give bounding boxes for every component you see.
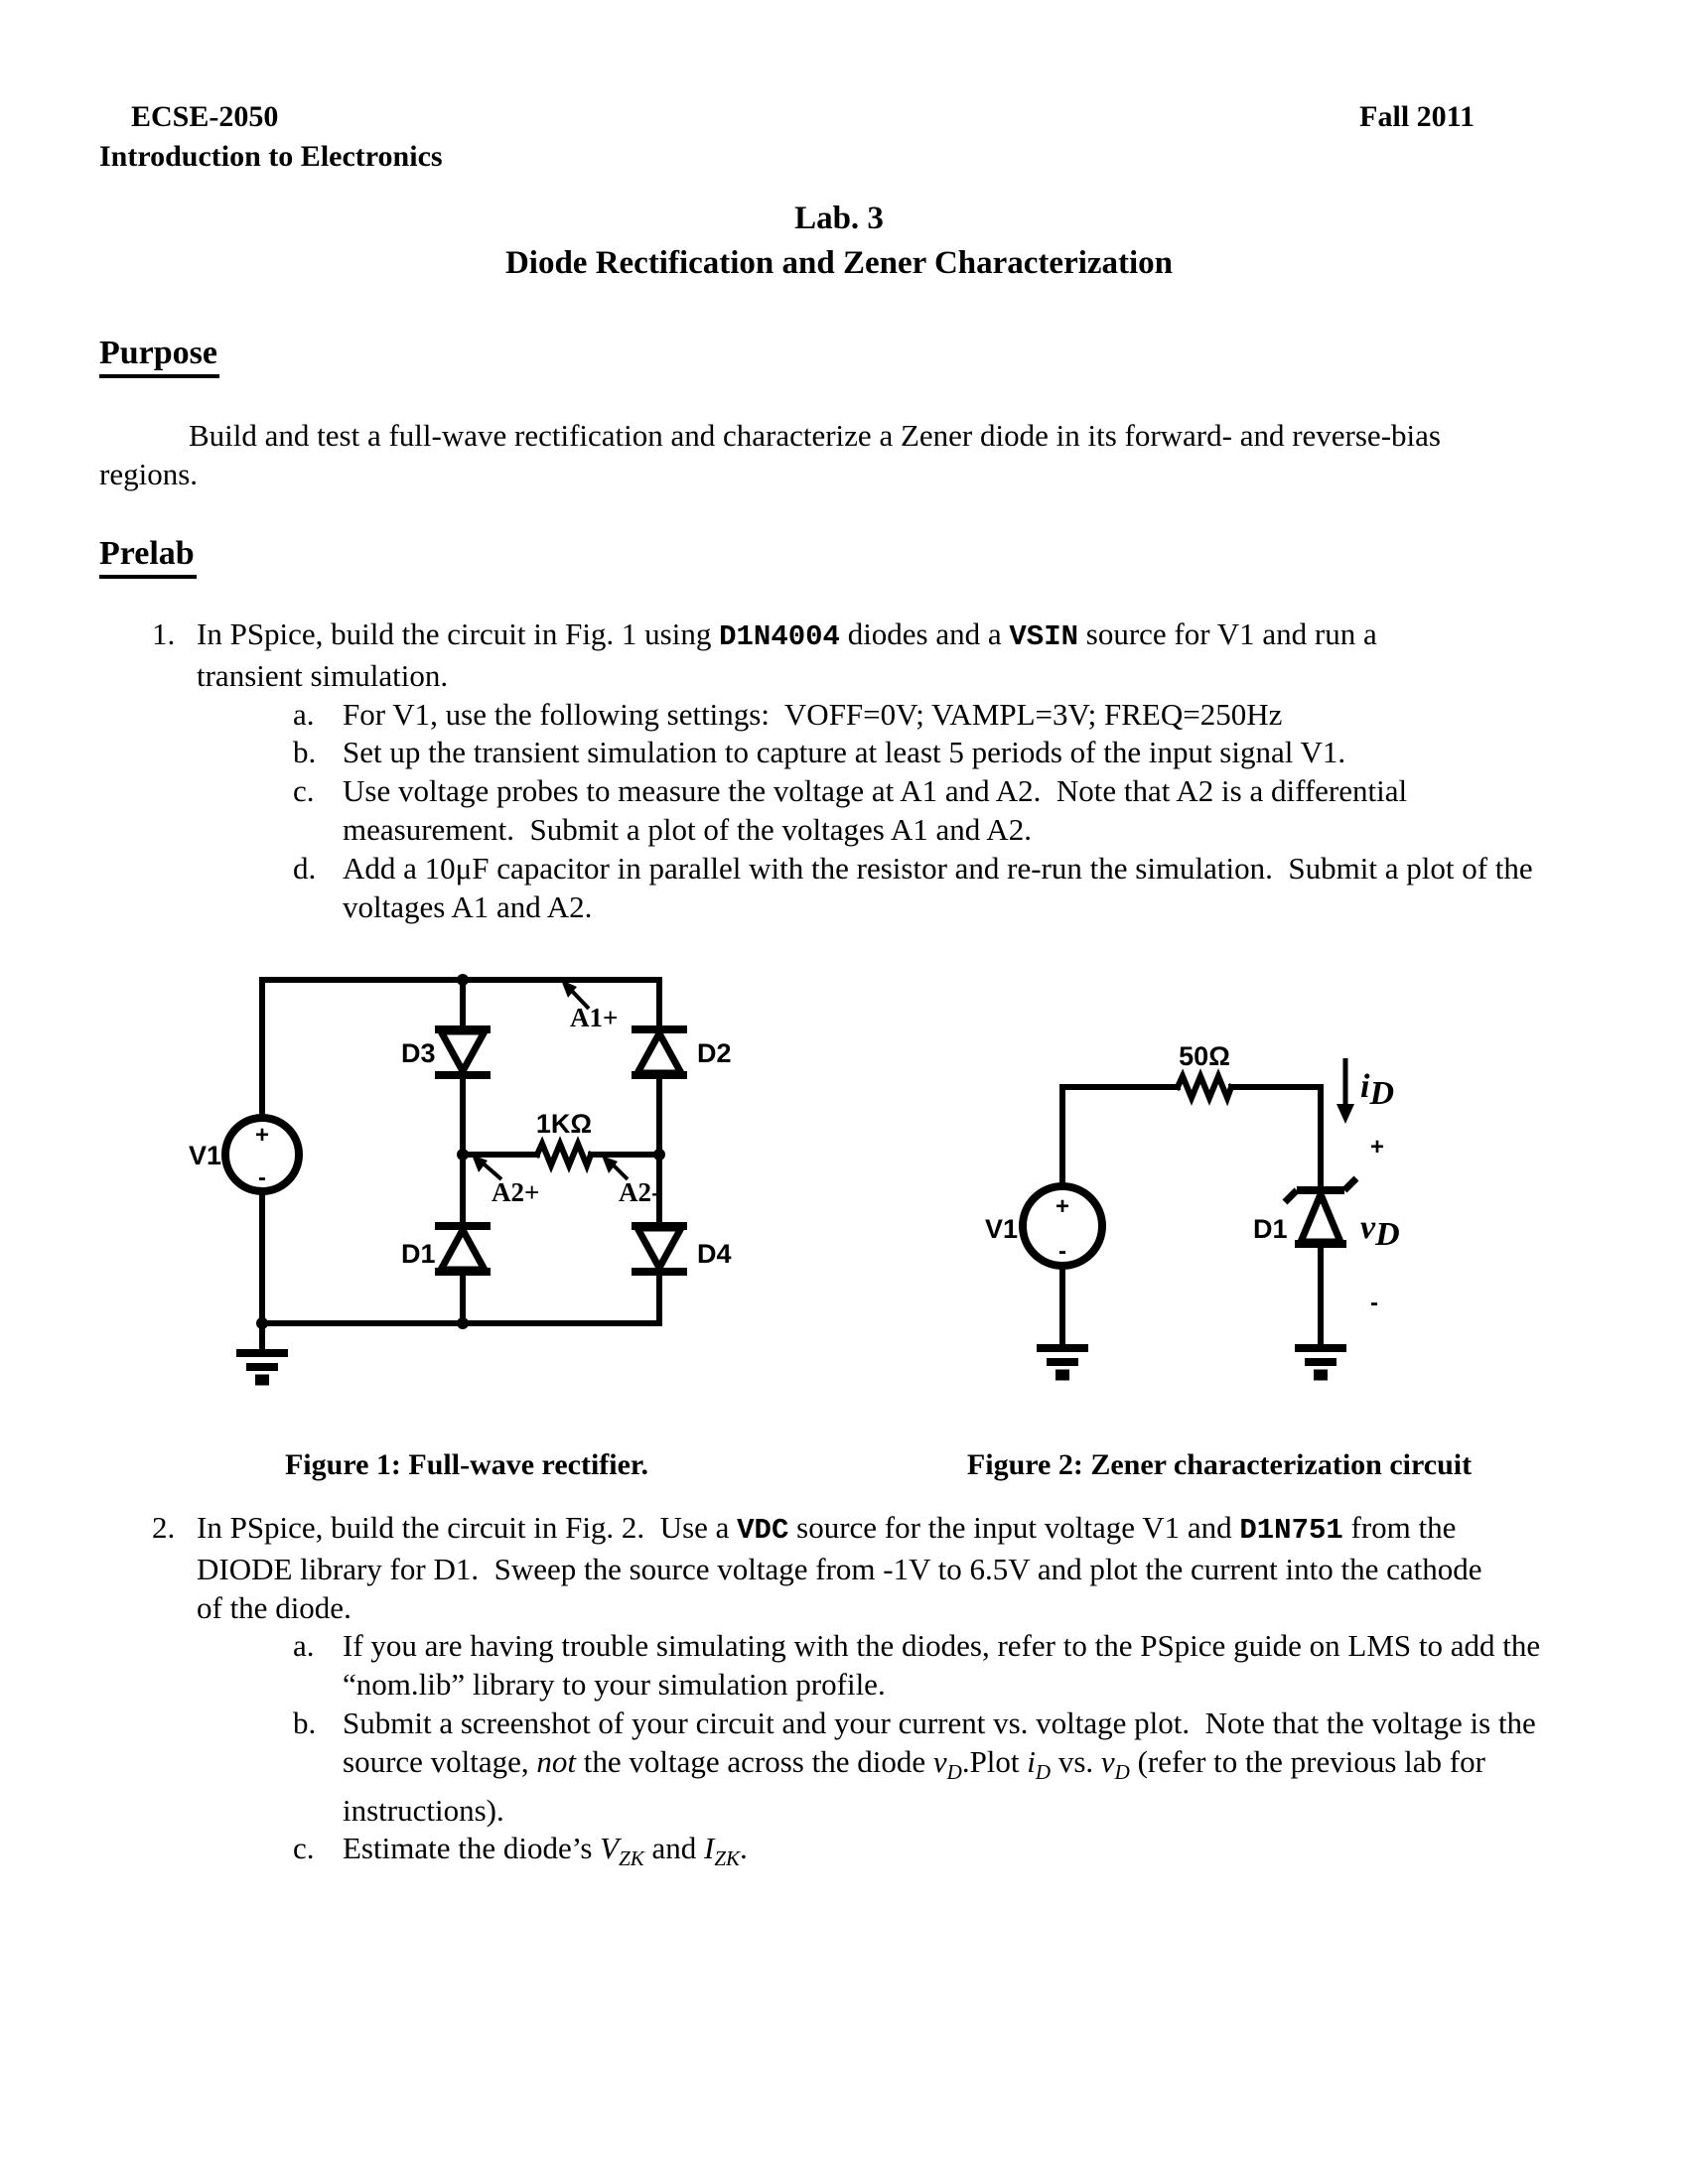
lab-title-block: Lab. 3 Diode Rectification and Zener Cha… [0,197,1678,286]
list-marker: d. [293,850,317,886]
sublist: a. If you are having trouble simulating … [293,1627,1602,1878]
id-var: i [1360,1068,1370,1105]
term-label: Fall 2011 [1359,100,1475,133]
v1-plus-sign: + [255,1122,269,1149]
junction-dots [256,974,665,1329]
id-current-label: iD [1360,1068,1394,1112]
vd-var: v [1360,1209,1376,1246]
v1-minus-sign: - [258,1164,266,1191]
vd-minus-sign: - [1370,1290,1378,1316]
probe-a2plus-label: A2+ [492,1177,539,1207]
subitem-2b: b. Submit a screenshot of your circuit a… [293,1705,1602,1830]
course-code: ECSE-2050 [131,100,279,133]
figure1-circuit: + - V1 [189,974,732,1386]
diode-d1 [435,1222,491,1276]
subitem-1a: a. For V1, use the following settings: V… [293,696,1602,735]
d2-label: D2 [697,1038,732,1068]
prelab-heading: Prelab [99,536,197,579]
figure2-circuit: + - V1 50Ω D1 iD + [985,1041,1400,1381]
vd-plus-sign: + [1370,1134,1384,1160]
lab-title: Diode Rectification and Zener Characteri… [504,245,1174,281]
list-marker: a. [293,696,315,732]
list-marker: 1. [152,616,176,651]
list-marker: a. [293,1628,315,1664]
v1-minus-sign: - [1058,1238,1066,1265]
d3-label: D3 [401,1038,436,1068]
subitem-2c: c. Estimate the diode’s VZK and IZK. [293,1830,1602,1878]
probe-a1-label: A1+ [570,1003,618,1032]
probe-arrows [472,980,630,1181]
diode-d4 [632,1222,687,1276]
wires [259,977,662,1353]
list-item-text: In PSpice, build the circuit in Fig. 2. … [197,1510,1482,1625]
resistor-label: 1KΩ [536,1109,592,1139]
vd-sub: D [1374,1216,1400,1253]
list-marker: c. [293,1831,315,1866]
v1-label: V1 [189,1141,221,1170]
subitem-text: Estimate the diode’s VZK and IZK. [343,1831,748,1871]
prelab-item-2: 2. In PSpice, build the circuit in Fig. … [152,1509,1602,1878]
subitem-1d: d. Add a 10μF capacitor in parallel with… [293,850,1602,927]
figure1-caption: Figure 1: Full-wave rectifier. [284,1448,648,1481]
current-arrow [1336,1058,1354,1124]
probe-a2minus-label: A2- [619,1177,660,1207]
d1-label: D1 [401,1239,436,1269]
ground-symbol [236,1349,288,1386]
source-v1: + - V1 [189,1114,303,1195]
lab-number: Lab. 3 [794,201,884,236]
subitem-text: Add a 10μF capacitor in parallel with th… [343,850,1533,924]
diode-d2 [632,1025,687,1079]
subitem-1b: b. Set up the transient simulation to ca… [293,734,1602,772]
sublist: a. For V1, use the following settings: V… [293,696,1602,927]
subitem-text: For V1, use the following settings: VOFF… [343,696,1283,732]
subitem-1c: c. Use voltage probes to measure the vol… [293,772,1602,850]
v1-label: V1 [985,1214,1018,1244]
subitem-text: Use voltage probes to measure the voltag… [343,773,1408,847]
ground-symbol-right [1295,1344,1346,1381]
wires [1059,1068,1324,1348]
page-header: ECSE-2050 Fall 2011 Introduction to Elec… [99,97,1475,177]
d4-label: D4 [697,1239,732,1269]
subitem-text: If you are having trouble simulating wit… [343,1628,1541,1703]
resistor-label: 50Ω [1179,1041,1230,1071]
list-marker: 2. [152,1510,176,1545]
diode-d3 [435,1025,491,1079]
v1-plus-sign: + [1055,1193,1069,1220]
list-marker: b. [293,735,317,770]
purpose-heading: Purpose [99,336,219,378]
figure2-caption: Figure 2: Zener characterization circuit [966,1448,1473,1481]
prelab-item-1: 1. In PSpice, build the circuit in Fig. … [152,615,1602,926]
subitem-text: Set up the transient simulation to captu… [343,735,1346,770]
course-name: Introduction to Electronics [99,140,443,173]
list-marker: b. [293,1705,317,1740]
source-v1: + - V1 [985,1182,1106,1270]
zener-diode-d1 [1282,1175,1359,1248]
list-item-text: In PSpice, build the circuit in Fig. 1 u… [197,616,1377,693]
d1-label: D1 [1253,1214,1288,1244]
subitem-text: Submit a screenshot of your circuit and … [343,1705,1536,1828]
list-marker: c. [293,773,315,809]
purpose-paragraph: Build and test a full-wave rectification… [99,418,1441,491]
id-sub: D [1368,1075,1394,1112]
ground-symbol-left [1037,1344,1088,1381]
vd-voltage-label: vD [1360,1209,1400,1253]
subitem-2a: a. If you are having trouble simulating … [293,1627,1602,1705]
